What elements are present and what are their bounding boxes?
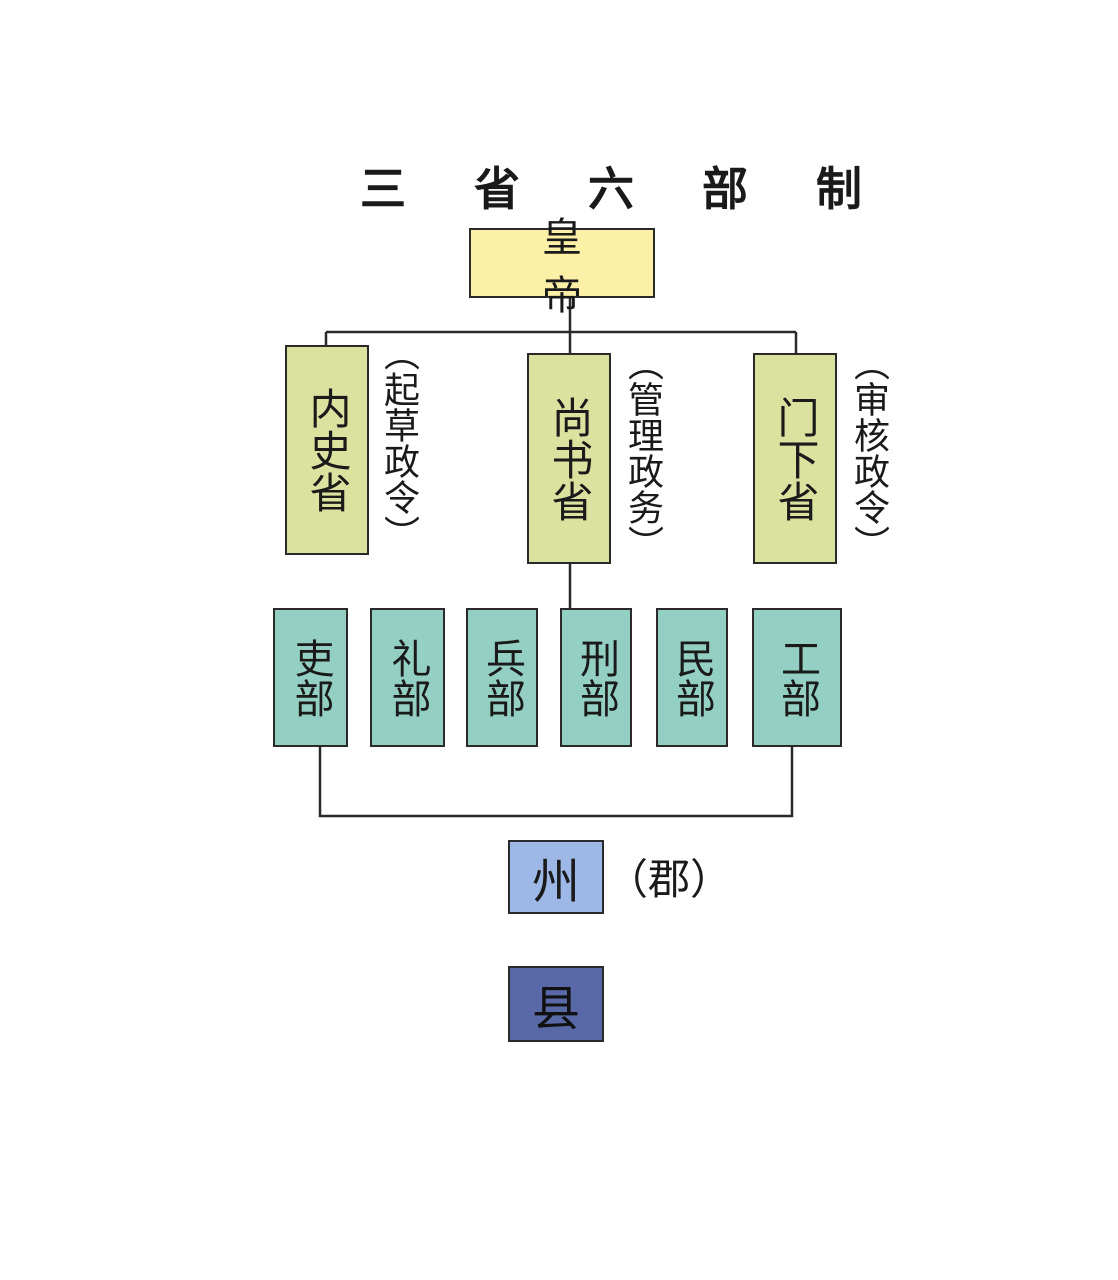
neishi-sheng-box: 内史省 [285,345,369,555]
ministry-minbu: 民部 [656,608,728,747]
menxia-sheng-box: 门下省 [753,353,837,564]
zhou-note: （郡） [606,855,733,904]
ministry-xingbu: 刑部 [560,608,632,747]
zhou-box: 州 [508,840,604,914]
menxia-sheng-label: 门下省 [771,395,820,522]
diagram-title: 三 省 六 部 制 [360,162,889,216]
neishi-sheng-label: 内史省 [303,387,352,513]
emperor-box: 皇帝 [469,215,655,319]
shangshu-sheng-note: （管理政务） [622,345,663,561]
shangshu-sheng-box: 尚书省 [527,353,611,564]
ministry-libu: 吏部 [273,608,348,747]
neishi-sheng-note: （起草政令） [378,335,419,551]
ministry-gongbu: 工部 [752,608,842,747]
ministries-bracket [318,746,794,818]
xian-box: 县 [508,966,604,1042]
ministry-lib: 礼部 [370,608,445,747]
menxia-sheng-note: （审核政令） [848,345,889,561]
ministry-bingbu: 兵部 [466,608,538,747]
shangshu-sheng-label: 尚书省 [545,395,594,522]
